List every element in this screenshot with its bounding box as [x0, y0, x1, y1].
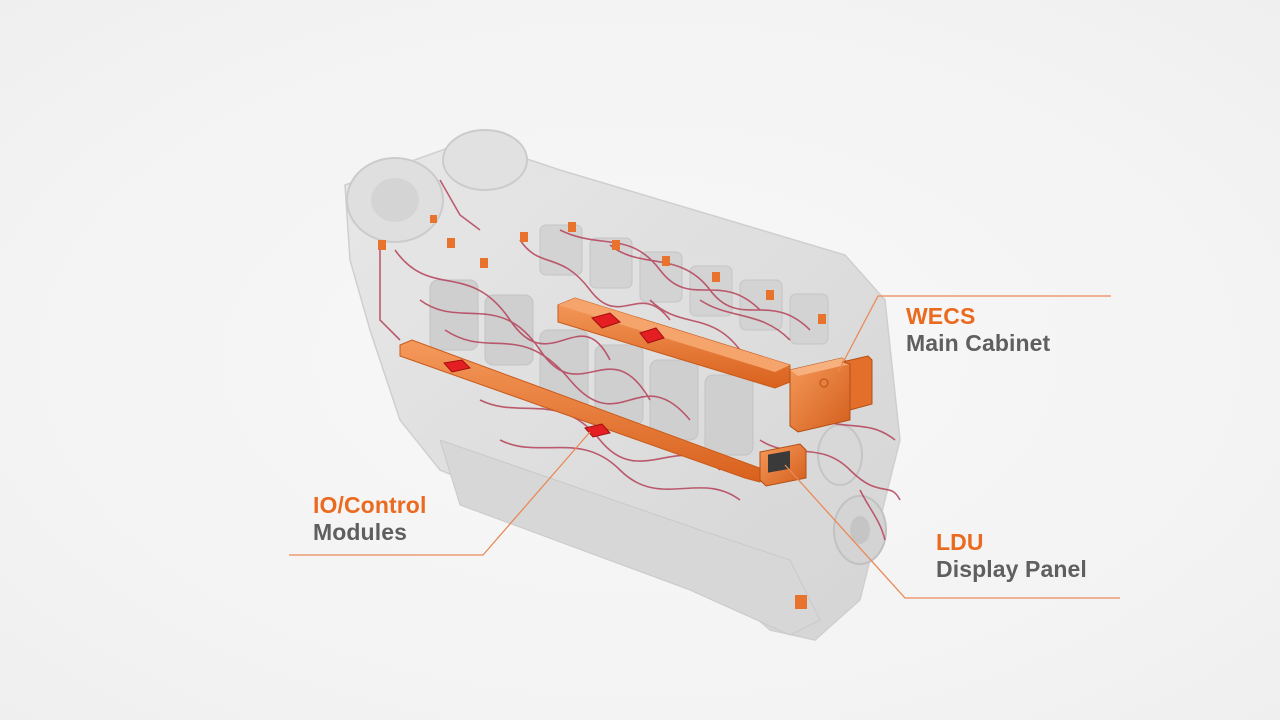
callout-wecs-subtitle: Main Cabinet — [906, 329, 1051, 356]
callout-ldu-title: LDU — [936, 529, 984, 555]
callout-wecs-title: WECS — [906, 303, 976, 329]
callout-wecs: WECS Main Cabinet — [906, 303, 1050, 356]
io-control-modules — [443, 312, 665, 438]
lower-cable-trunk — [399, 339, 766, 483]
callout-ldu-subtitle: Display Panel — [936, 555, 1087, 582]
leader-lines — [289, 295, 1120, 599]
callout-io-control: IO/Control Modules — [313, 492, 426, 545]
leader-line-ldu — [784, 464, 1120, 599]
callout-io-subtitle: Modules — [313, 518, 407, 545]
leader-line-io — [289, 431, 591, 556]
wecs-main-cabinet — [789, 355, 873, 433]
sensor-blocks — [378, 215, 826, 609]
wiring-harness — [379, 179, 901, 541]
callout-io-title: IO/Control — [313, 492, 427, 518]
callout-ldu: LDU Display Panel — [936, 529, 1087, 582]
leader-line-wecs — [837, 295, 1111, 373]
